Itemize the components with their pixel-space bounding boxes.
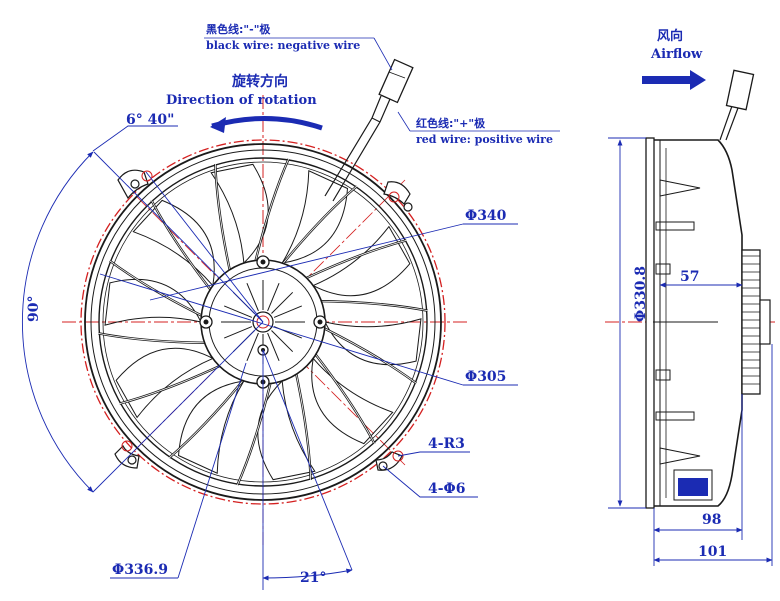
hub-rib	[267, 283, 280, 312]
guard-spoke-highlight	[151, 200, 214, 293]
guard-spoke	[294, 369, 312, 481]
guard-spoke-highlight	[119, 363, 224, 405]
d336-label: Φ336.9	[112, 562, 168, 578]
hub-rib	[267, 332, 280, 361]
red-wire-cn: 红色线:"+"极	[416, 116, 486, 130]
rotation-en: Direction of rotation	[166, 93, 317, 108]
connector	[378, 58, 414, 104]
depth101-label: 101	[698, 544, 727, 560]
side-flange	[645, 137, 655, 509]
guard-spoke	[214, 163, 232, 275]
guard-spoke	[109, 259, 206, 319]
mounting-tab-tl	[117, 169, 153, 200]
angle-top-label: 6° 40"	[126, 112, 174, 128]
mounting-tab-bl	[114, 440, 140, 469]
guard-spoke	[236, 379, 273, 486]
mounting-tabs	[114, 169, 413, 471]
guard-spoke-highlight	[320, 326, 417, 384]
fan-blade	[311, 225, 411, 297]
red-wire-en: red wire: positive wire	[416, 133, 553, 146]
hole6-label: 4-Φ6	[428, 481, 466, 497]
guard-spoke-highlight	[109, 260, 206, 318]
black-wire-en: black wire: negative wire	[206, 39, 360, 52]
airflow-cn: 风向	[657, 28, 683, 44]
rotation-arrow	[211, 115, 323, 131]
side-cable	[719, 105, 739, 141]
hub-rib	[273, 305, 302, 318]
guard-spoke	[279, 185, 358, 268]
hub-rib	[271, 291, 294, 314]
hub-rib	[224, 326, 253, 339]
depth98-label: 98	[702, 512, 721, 528]
wire-cable	[324, 58, 414, 202]
airflow-en: Airflow	[650, 47, 703, 62]
black-wire-cn: 黑色线:"-"极	[206, 22, 271, 36]
angle-left-label: 90°	[26, 296, 42, 322]
guard-spoke	[317, 299, 428, 312]
text-labels: 黑色线:"-"极 black wire: negative wire 红色线:"…	[26, 22, 727, 586]
mounting-tab-tr	[383, 181, 413, 212]
fan-blade	[281, 170, 349, 264]
hub-rib	[246, 283, 259, 312]
side-bracket-top	[659, 179, 701, 197]
guard-spoke	[302, 239, 407, 281]
r3-label: 4-R3	[428, 436, 465, 452]
guard-spoke	[320, 325, 417, 385]
fan-blade	[115, 347, 215, 419]
guard-spoke-highlight	[317, 300, 428, 312]
hub-rib	[246, 332, 259, 361]
guard-spoke	[119, 363, 224, 405]
guard-spoke	[253, 158, 290, 265]
fan-blade	[177, 380, 245, 474]
rotation-cn: 旋转方向	[231, 73, 288, 90]
d340-label: Φ340	[465, 208, 507, 224]
dimension-lines	[21, 125, 518, 590]
hub-rib	[271, 330, 294, 353]
angle-bottom-label: 21°	[300, 570, 326, 586]
guard-spoke-highlight	[254, 158, 289, 265]
guard-spoke-highlight	[168, 377, 246, 459]
hub-rib	[224, 305, 253, 318]
depth57-label: 57	[680, 269, 699, 285]
guard-spokes	[98, 158, 428, 486]
side-dimension-lines	[608, 137, 773, 566]
side-view	[605, 69, 775, 566]
hub-screws	[199, 255, 327, 389]
guard-spoke-highlight	[302, 239, 407, 281]
d305-label: Φ305	[465, 369, 506, 385]
guard-spoke-highlight	[237, 379, 272, 486]
guard-spoke	[168, 376, 247, 459]
d330-label: Φ330.8	[633, 266, 649, 322]
airflow-arrow	[642, 70, 706, 90]
fan-blade	[104, 279, 202, 326]
guard-spoke-highlight	[295, 370, 312, 480]
guard-spoke-highlight	[98, 332, 209, 344]
mounting-tab-br	[375, 450, 404, 471]
guard-spoke-highlight	[312, 351, 375, 444]
guard-spoke	[312, 350, 376, 445]
side-bracket-bottom	[659, 447, 701, 465]
guard-spoke	[98, 332, 209, 345]
front-view	[21, 58, 518, 590]
guard-spoke-highlight	[214, 164, 231, 274]
side-connector	[725, 69, 755, 111]
guard-spoke-highlight	[280, 185, 358, 267]
outer-ring-red	[80, 139, 446, 505]
